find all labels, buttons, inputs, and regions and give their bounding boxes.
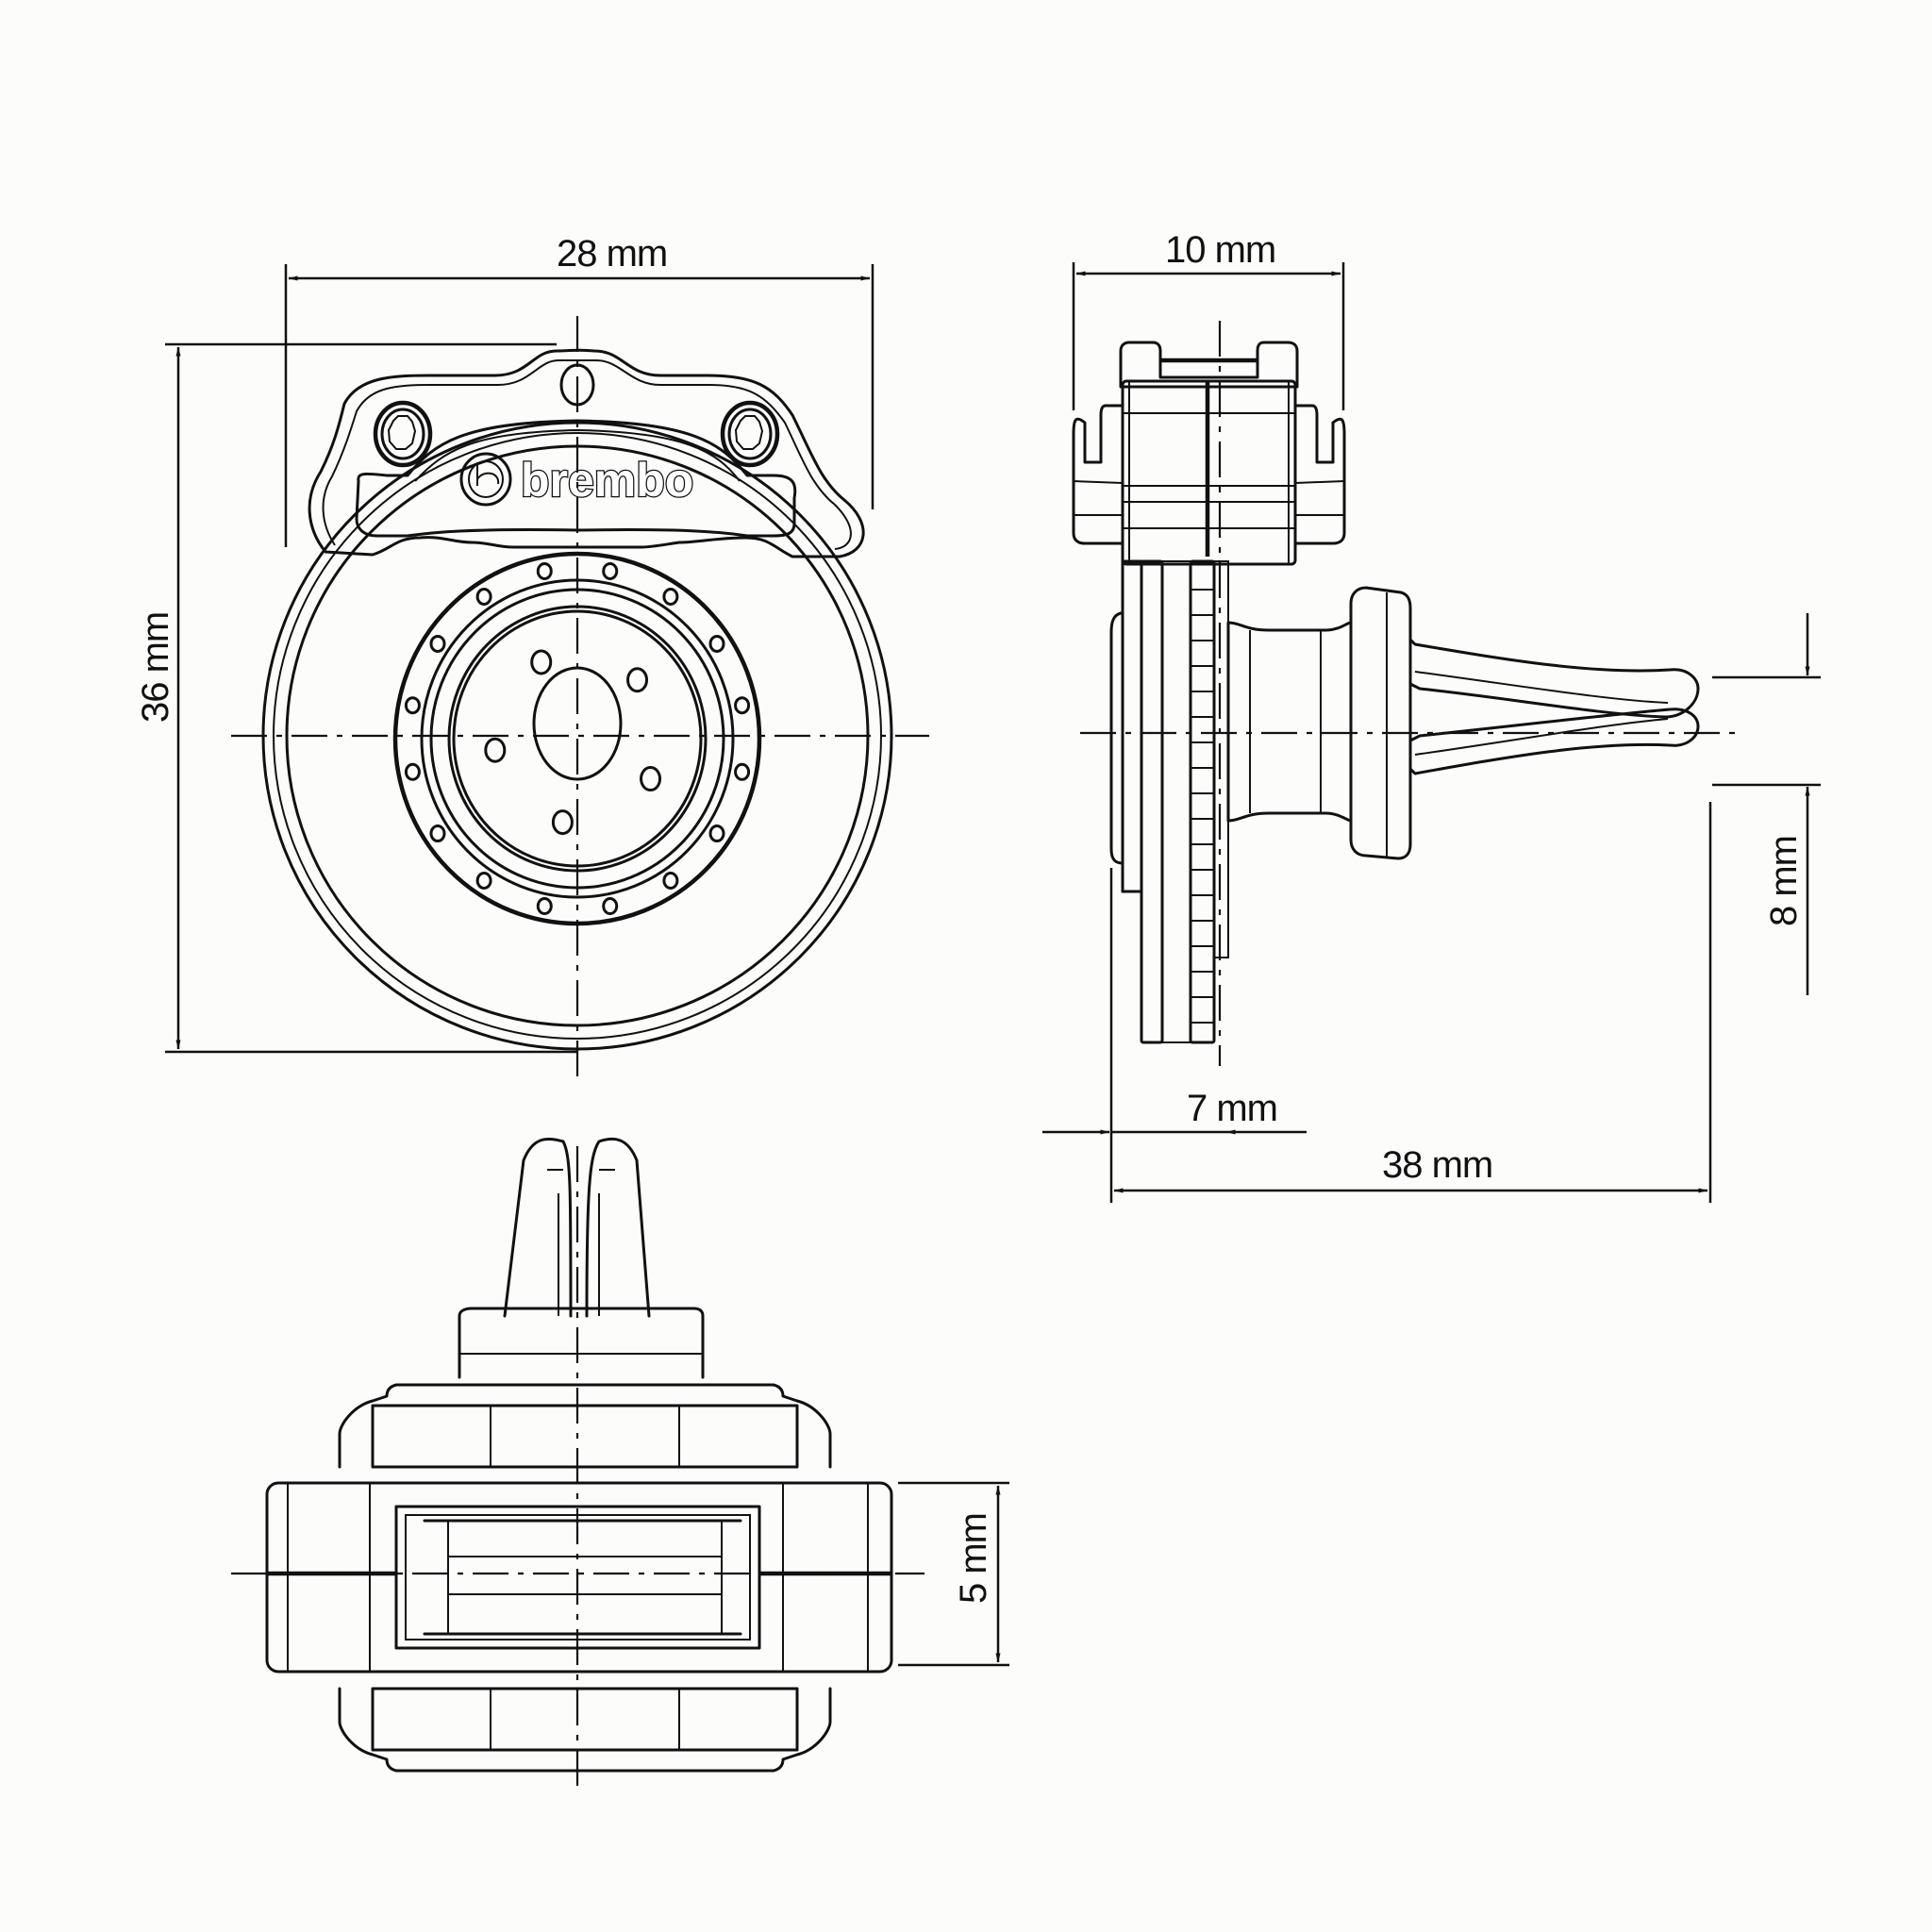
- dimension-label-clip-gap: 8 mm: [1763, 836, 1805, 926]
- disc-outer-hole: [662, 871, 679, 890]
- dimension-label-caliper-width: 10 mm: [1165, 229, 1275, 271]
- dimension-label-height: 36 mm: [135, 612, 176, 723]
- disc-outer-hole: [404, 762, 421, 781]
- disc-outer-hole: [662, 588, 679, 607]
- disc-outer-hole: [708, 824, 725, 843]
- caliper-bolt-left: [373, 400, 433, 468]
- wheel-bolt-hole: [551, 809, 574, 836]
- dimension-height: 36 mm: [135, 342, 577, 1054]
- wheel-bolt-hole: [530, 649, 553, 675]
- dimension-label-disc-offset: 7 mm: [1187, 1088, 1277, 1129]
- wheel-bolt-hole: [626, 667, 649, 693]
- clip-mount: [1226, 586, 1700, 860]
- disc-outer-holes: [404, 561, 751, 916]
- dimension-disc-offset: 7 mm: [1042, 868, 1307, 1203]
- brand-logo-text: brembo: [521, 454, 693, 507]
- disc-outer-hole: [475, 871, 492, 890]
- disc-outer-hole: [404, 696, 421, 715]
- disc-outer-hole: [536, 561, 553, 580]
- disc-outer-hole: [708, 634, 725, 653]
- caliper-top: [265, 1383, 893, 1773]
- dimension-label-overall-depth: 38 mm: [1382, 1144, 1492, 1186]
- dimension-caliper-width: 10 mm: [1072, 229, 1345, 410]
- disc-outer-hole: [429, 824, 446, 843]
- disc-outer-hole: [602, 897, 619, 916]
- side-view: 10 mm 8 mm 7 mm 38 mm: [1042, 229, 1821, 1203]
- disc-outer-hole: [734, 762, 751, 781]
- wheel-bolt-holes: [484, 649, 662, 836]
- disc-vent-lines: [1191, 589, 1214, 1024]
- caliper-side: [1072, 341, 1346, 566]
- disc-outer-hole: [536, 897, 553, 916]
- disc-outer-hole: [429, 634, 446, 653]
- wheel-bolt-hole: [484, 737, 507, 763]
- dimension-thickness: 5 mm: [898, 1481, 1009, 1667]
- brembo-logo: brembo: [459, 452, 695, 508]
- dimension-label-thickness: 5 mm: [953, 1513, 994, 1604]
- disc-side: [1109, 559, 1229, 1044]
- disc-outer-hole: [602, 561, 619, 580]
- brake-caliper: brembo: [308, 348, 865, 558]
- front-view: brembo 28 mm 36 mm: [135, 233, 929, 1085]
- dimension-width: 28 mm: [284, 233, 874, 547]
- top-view: 5 mm: [231, 1138, 1009, 1788]
- disc-outer-hole: [475, 588, 492, 607]
- caliper-bolt-right: [720, 400, 780, 468]
- wheel-bolt-hole: [640, 766, 662, 792]
- dimension-clip-gap: 8 mm: [1712, 613, 1821, 995]
- dimension-overall-depth: 38 mm: [1113, 802, 1712, 1203]
- disc-outer-hole: [734, 696, 751, 715]
- dimension-label-width: 28 mm: [557, 233, 667, 275]
